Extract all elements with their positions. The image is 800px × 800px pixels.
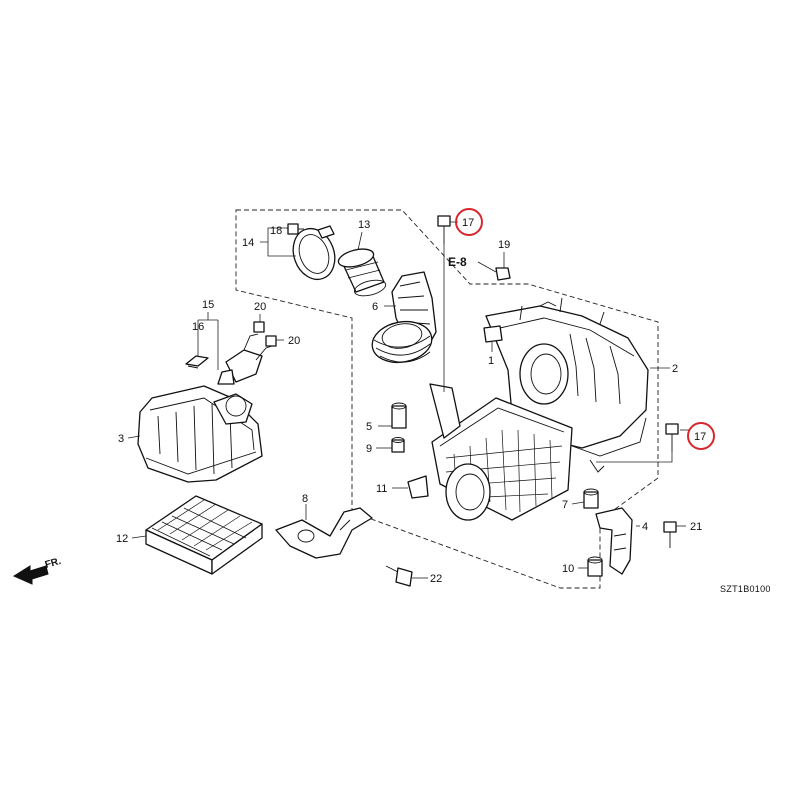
- bolt-22[interactable]: [385, 565, 413, 587]
- screw-18[interactable]: [287, 223, 304, 235]
- label-10: 10: [562, 563, 574, 575]
- air-cleaner-cover[interactable]: [137, 385, 263, 483]
- label-2: 2: [672, 363, 678, 375]
- label-17-right: 17: [694, 431, 706, 443]
- label-4: 4: [642, 521, 648, 533]
- front-direction-arrow: FR.: [12, 556, 63, 585]
- grommet-1[interactable]: [483, 325, 503, 343]
- label-21: 21: [690, 521, 702, 533]
- assembly-outline: [235, 209, 659, 589]
- nut-19[interactable]: [495, 267, 511, 281]
- highlight-circle-17-right: [687, 422, 715, 450]
- label-20-lower: 20: [288, 335, 300, 347]
- label-22: 22: [430, 573, 442, 585]
- diagram-code: SZT1B0100: [720, 584, 771, 594]
- label-12: 12: [116, 533, 128, 545]
- label-8: 8: [302, 493, 308, 505]
- mount-rubber-5[interactable]: [391, 402, 407, 429]
- label-9: 9: [366, 443, 372, 455]
- arrow-left-icon: [12, 565, 49, 585]
- bracket-8[interactable]: [275, 507, 373, 559]
- label-3: 3: [118, 433, 124, 445]
- front-label: FR.: [44, 556, 63, 571]
- collar-10[interactable]: [587, 556, 603, 577]
- label-7: 7: [562, 499, 568, 511]
- intake-duct[interactable]: [369, 271, 437, 367]
- sensor-gasket[interactable]: [185, 355, 209, 369]
- label-16: 16: [192, 321, 204, 333]
- label-19: 19: [498, 239, 510, 251]
- screw-20-upper[interactable]: [253, 321, 265, 333]
- air-cleaner-element[interactable]: [145, 495, 263, 575]
- label-20-upper: 20: [254, 301, 266, 313]
- leader-lines: [127, 221, 690, 579]
- label-5: 5: [366, 421, 372, 433]
- bracket-4[interactable]: [595, 507, 633, 575]
- reference-label[interactable]: E-8: [448, 255, 467, 269]
- label-6: 6: [372, 301, 378, 313]
- clip-11[interactable]: [407, 475, 429, 499]
- label-18: 18: [270, 225, 282, 237]
- label-13: 13: [358, 219, 370, 231]
- hose-band[interactable]: [286, 223, 341, 286]
- air-flow-tube[interactable]: [337, 246, 388, 299]
- bolt-17-upper[interactable]: [437, 215, 451, 244]
- mount-rubber-7[interactable]: [583, 488, 599, 509]
- bolt-17-right[interactable]: [665, 423, 679, 452]
- collar-9[interactable]: [391, 437, 405, 453]
- iat-sensor[interactable]: [217, 333, 273, 385]
- air-cleaner-housing[interactable]: [429, 297, 649, 521]
- screw-20-lower[interactable]: [265, 335, 277, 347]
- label-1: 1: [488, 355, 494, 367]
- label-14: 14: [242, 237, 254, 249]
- label-15: 15: [202, 299, 214, 311]
- bolt-21[interactable]: [663, 521, 677, 548]
- label-11: 11: [376, 483, 387, 495]
- label-17-upper: 17: [462, 217, 474, 229]
- highlight-circle-17-upper: [455, 208, 483, 236]
